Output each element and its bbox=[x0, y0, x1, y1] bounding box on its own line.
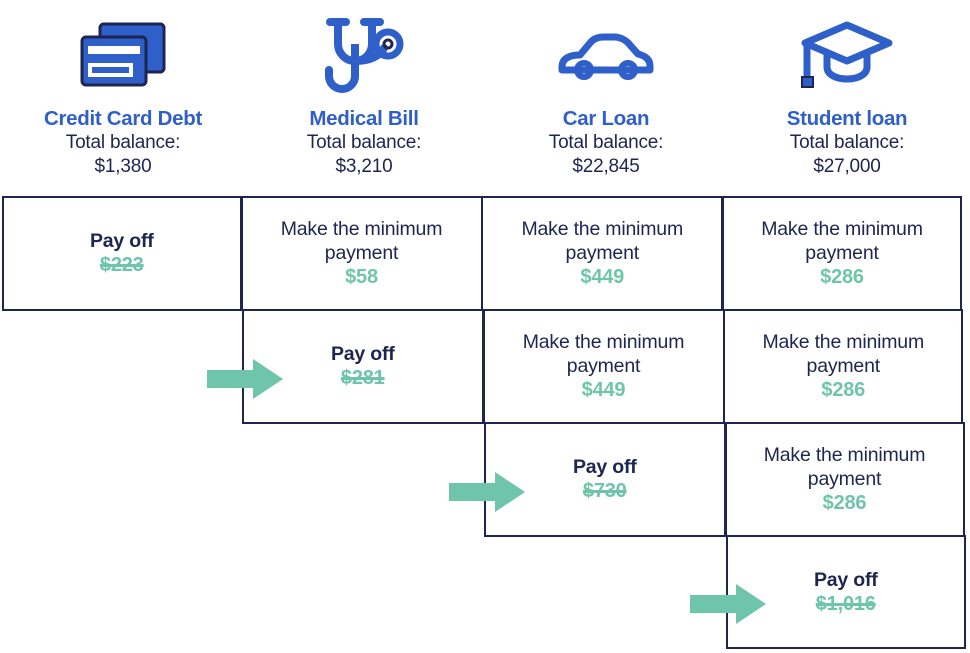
debt-headers-row: Credit Card Debt Total balance: $1,380 M… bbox=[3, 0, 967, 197]
cell-action: Make the minimum payment bbox=[762, 331, 924, 377]
balance-label: Total balance: bbox=[65, 132, 181, 153]
cell-action: Make the minimum payment bbox=[761, 218, 923, 264]
debt-title: Credit Card Debt bbox=[43, 107, 203, 130]
plan-cell-r3c1-empty bbox=[3, 423, 243, 536]
plan-cell-r2c1-empty bbox=[3, 310, 243, 423]
cell-amount: $286 bbox=[822, 492, 867, 514]
cell-amount: $286 bbox=[820, 266, 864, 288]
cell-action: Pay off bbox=[572, 456, 637, 478]
table-row: Pay off $223 Make the minimum payment $5… bbox=[1, 195, 967, 312]
plan-cell-r1c3[interactable]: Make the minimum payment $449 bbox=[481, 195, 724, 312]
cell-amount: $730 bbox=[582, 480, 627, 502]
debt-header-student-loan: Student loan Total balance: $27,000 bbox=[727, 0, 967, 197]
debt-header-credit-card: Credit Card Debt Total balance: $1,380 bbox=[3, 0, 243, 197]
debt-title: Student loan bbox=[786, 107, 908, 130]
car-icon bbox=[556, 8, 656, 106]
cell-amount: $223 bbox=[99, 254, 144, 276]
plan-cell-r1c1[interactable]: Pay off $223 bbox=[1, 195, 242, 312]
balance-label: Total balance: bbox=[789, 132, 905, 153]
plan-cell-r1c2[interactable]: Make the minimum payment $58 bbox=[240, 195, 483, 312]
plan-cell-r1c4[interactable]: Make the minimum payment $286 bbox=[722, 195, 962, 312]
balance-value: $22,845 bbox=[572, 156, 640, 177]
debt-title: Car Loan bbox=[562, 107, 650, 130]
balance-label: Total balance: bbox=[548, 132, 664, 153]
table-row: Pay off $1,016 bbox=[3, 534, 967, 650]
cell-action: Make the minimum payment bbox=[763, 444, 926, 490]
cell-amount: $58 bbox=[345, 266, 378, 288]
plan-cell-r3c2-empty bbox=[243, 423, 485, 536]
cell-amount: $449 bbox=[581, 379, 626, 401]
cell-action: Make the minimum payment bbox=[521, 218, 683, 264]
plan-cell-r4c1-empty bbox=[3, 536, 243, 648]
cell-amount: $281 bbox=[340, 367, 385, 389]
balance-value: $1,380 bbox=[94, 156, 152, 177]
cell-action: Make the minimum payment bbox=[522, 331, 685, 377]
cell-action: Pay off bbox=[89, 230, 154, 252]
debt-header-medical-bill: Medical Bill Total balance: $3,210 bbox=[243, 0, 485, 197]
balance-label: Total balance: bbox=[306, 132, 422, 153]
table-row: Pay off $281 Make the minimum payment $4… bbox=[3, 308, 967, 425]
plan-cell-r2c4[interactable]: Make the minimum payment $286 bbox=[723, 308, 964, 425]
debt-header-car-loan: Car Loan Total balance: $22,845 bbox=[485, 0, 727, 197]
cell-amount: $286 bbox=[821, 379, 866, 401]
debt-title: Medical Bill bbox=[309, 107, 419, 130]
plan-cell-r3c3[interactable]: Pay off $730 bbox=[483, 421, 726, 538]
cell-action: Pay off bbox=[813, 568, 878, 591]
graduation-cap-icon bbox=[801, 8, 893, 106]
plan-cell-r4c2-empty bbox=[243, 536, 485, 648]
plan-cell-r4c4[interactable]: Pay off $1,016 bbox=[725, 534, 966, 650]
cell-amount: $449 bbox=[580, 266, 625, 288]
balance-value: $27,000 bbox=[813, 156, 881, 177]
cell-amount: $1,016 bbox=[815, 592, 876, 615]
cell-action: Make the minimum payment bbox=[280, 218, 443, 264]
plan-cell-r3c4[interactable]: Make the minimum payment $286 bbox=[724, 421, 965, 538]
table-row: Pay off $730 Make the minimum payment $2… bbox=[3, 421, 967, 538]
plan-cell-r2c3[interactable]: Make the minimum payment $449 bbox=[482, 308, 725, 425]
cell-action: Pay off bbox=[330, 343, 395, 365]
stethoscope-icon bbox=[318, 8, 410, 106]
payment-plan-grid: Pay off $223 Make the minimum payment $5… bbox=[1, 195, 967, 650]
balance-value: $3,210 bbox=[335, 156, 393, 177]
plan-cell-r2c2[interactable]: Pay off $281 bbox=[241, 308, 484, 425]
plan-cell-r4c3-empty bbox=[485, 536, 727, 648]
credit-cards-icon bbox=[77, 8, 169, 106]
